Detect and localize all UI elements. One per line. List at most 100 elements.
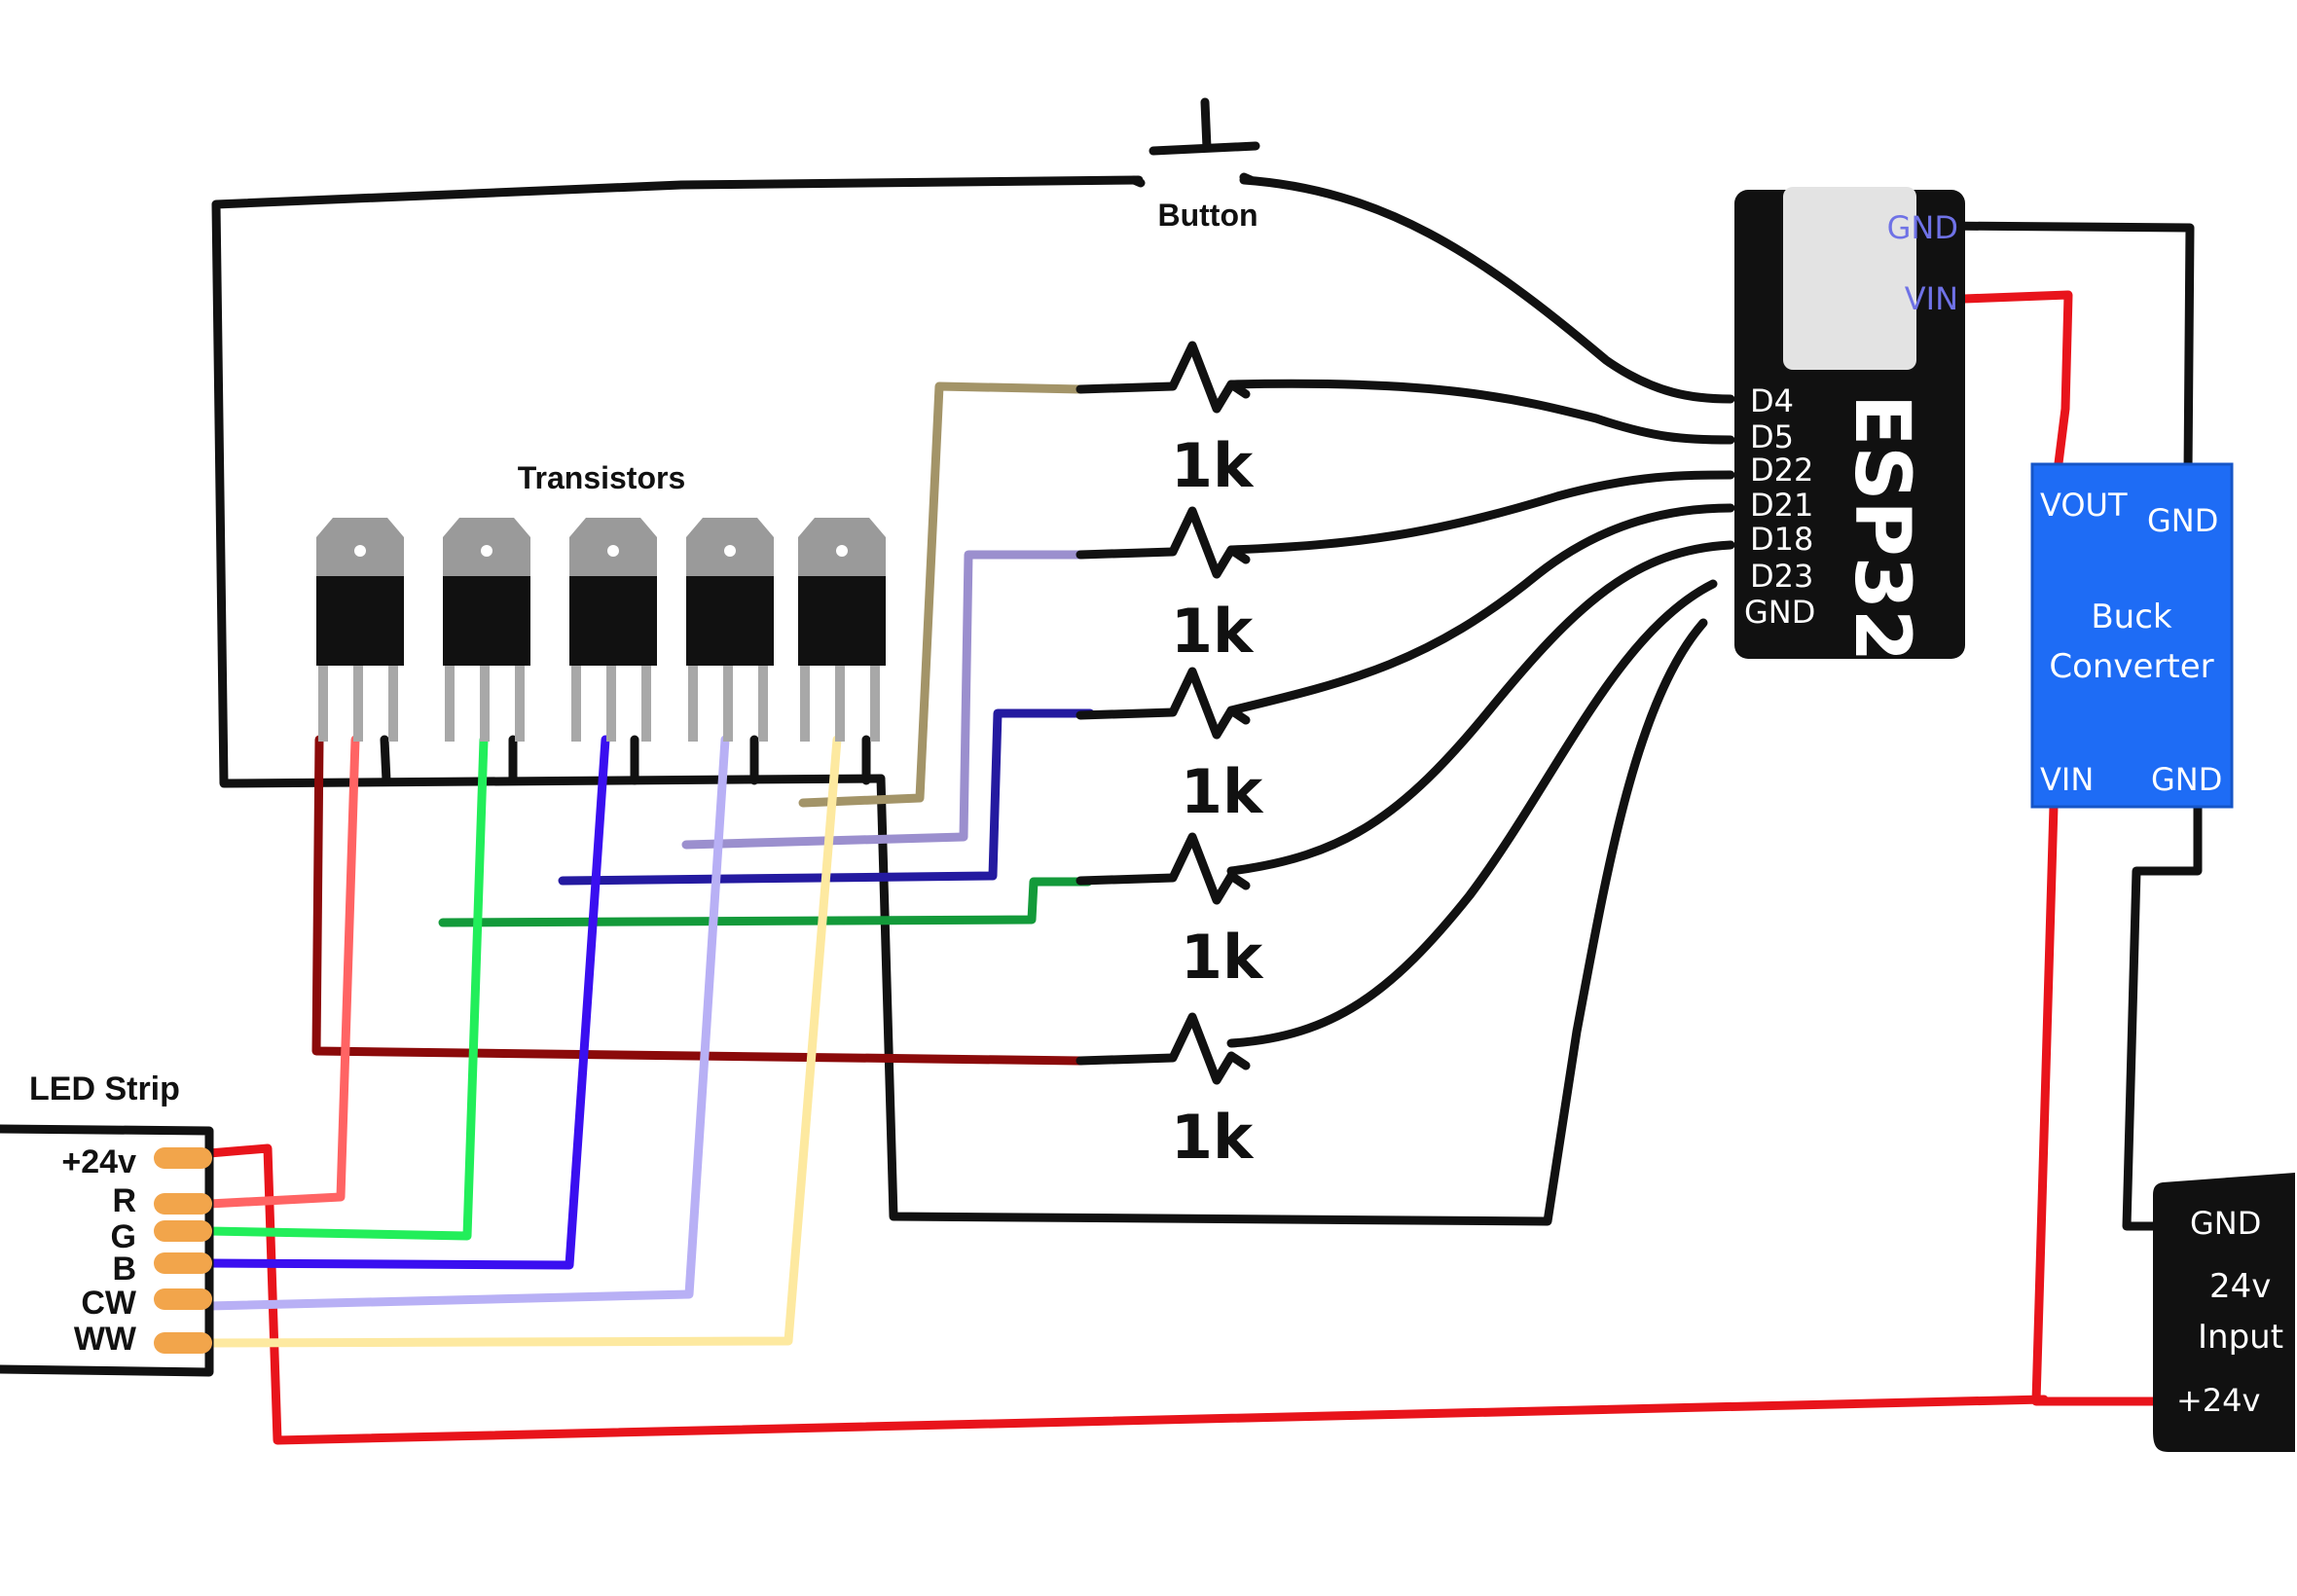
wire-gate-g xyxy=(438,877,1093,927)
esp32-pin-label: D5 xyxy=(1750,418,1794,455)
led-strip-pin-label: CW xyxy=(81,1285,137,1322)
resistor-value: 1k xyxy=(1171,1102,1255,1173)
transistor xyxy=(798,518,886,742)
buck-vin-label: VIN xyxy=(2040,761,2094,798)
led-strip-pad xyxy=(154,1252,212,1274)
resistor: 1k xyxy=(1076,832,1264,993)
transistor-lead xyxy=(480,666,490,742)
resistor-value: 1k xyxy=(1181,922,1264,993)
buck-body xyxy=(2030,462,2234,809)
transistor-lead xyxy=(606,666,616,742)
transistor-hole xyxy=(724,545,736,557)
wire-gate-b xyxy=(558,708,1095,886)
push-button: Button xyxy=(1129,97,1260,233)
buck-gnd-bottom-label: GND xyxy=(2151,761,2222,798)
button-label: Button xyxy=(1157,198,1258,233)
resistor: 1k xyxy=(1076,506,1255,667)
transistors-label: Transistors xyxy=(518,460,686,495)
transistor xyxy=(686,518,774,742)
power-input: GND 24v Input +24v xyxy=(2153,1173,2295,1452)
esp32-pin-label: D4 xyxy=(1750,382,1794,419)
transistor-lead xyxy=(758,666,768,742)
resistor-value: 1k xyxy=(1171,596,1255,667)
button-wire-left xyxy=(211,175,1144,788)
led-strip-pin-label: G xyxy=(111,1218,136,1255)
esp32-pin-vin: VIN xyxy=(1905,280,1958,317)
resistor-value: 1k xyxy=(1181,756,1264,827)
resistor-zigzag xyxy=(1076,667,1251,740)
transistor xyxy=(569,518,657,742)
button-plunger xyxy=(1148,97,1260,156)
transistor-hole xyxy=(836,545,848,557)
led-strip-pad xyxy=(154,1332,212,1354)
transistor-hole xyxy=(607,545,619,557)
transistor-lead xyxy=(515,666,525,742)
transistor-lead xyxy=(318,666,328,742)
buck-title-line2: Converter xyxy=(2049,647,2213,686)
buck-vout-label: VOUT xyxy=(2040,487,2128,524)
wire-drain-cw xyxy=(204,735,730,1311)
wire-d5 xyxy=(1226,379,1735,445)
transistor-lead xyxy=(571,666,581,742)
esp32-pin-label: D22 xyxy=(1750,452,1813,489)
resistor-zigzag xyxy=(1076,506,1251,579)
led-strip-label: LED Strip xyxy=(29,1070,180,1107)
buck-title-line1: Buck xyxy=(2091,598,2172,636)
esp32-pin-label: D18 xyxy=(1750,521,1813,558)
resistors: 1k 1k 1k 1k 1k xyxy=(1076,341,1264,1173)
led-strip-outline xyxy=(0,1124,214,1377)
wire-d21 xyxy=(1226,503,1735,715)
input-gnd-label: GND xyxy=(2190,1205,2261,1242)
wire-gate-r xyxy=(311,735,1085,1066)
wire-drain-g xyxy=(204,735,489,1241)
transistor-body xyxy=(798,576,886,666)
input-input-label: Input xyxy=(2198,1318,2283,1357)
led-strip-pad xyxy=(154,1220,212,1242)
transistor xyxy=(443,518,530,742)
ground-bus-wire xyxy=(876,618,1708,1226)
buck-converter: VOUT GND Buck Converter VIN GND xyxy=(2030,462,2234,809)
led-strip-pad xyxy=(154,1288,212,1310)
transistor-lead xyxy=(723,666,733,742)
input-plus24v-label: +24v xyxy=(2176,1382,2260,1419)
esp32-pin-label: GND xyxy=(1744,594,1815,631)
transistor xyxy=(316,518,404,742)
transistor-body xyxy=(686,576,774,666)
resistor-zigzag xyxy=(1076,1012,1251,1085)
transistor-lead xyxy=(388,666,398,742)
buck-gnd-top-label: GND xyxy=(2147,502,2218,539)
wire-esp-vin-to-buck xyxy=(1959,290,2073,491)
esp32-pin-label: D23 xyxy=(1750,558,1813,595)
esp32-label: ESP32 xyxy=(1838,394,1925,662)
resistor: 1k xyxy=(1076,341,1255,501)
wire-esp-gnd-to-buck xyxy=(1934,221,2195,477)
esp32-pin-label: D21 xyxy=(1750,487,1813,524)
wire-24v-main xyxy=(204,1143,2049,1445)
transistor-hole xyxy=(481,545,492,557)
resistor-zigzag xyxy=(1076,341,1251,414)
input-body xyxy=(2153,1173,2295,1452)
wire-gate-ww xyxy=(798,381,1085,808)
esp32-pin-gnd-top: GND xyxy=(1887,209,1958,246)
wire-drain-b xyxy=(204,735,610,1270)
input-24v-label: 24v xyxy=(2209,1267,2271,1306)
wire-d22 xyxy=(1226,470,1735,555)
resistor-zigzag xyxy=(1076,832,1251,905)
led-strip-pin-label: WW xyxy=(74,1321,137,1358)
resistor: 1k xyxy=(1076,667,1264,827)
source-lead-1 xyxy=(380,735,391,785)
button-contacts xyxy=(1129,172,1256,188)
wire-buck-gnd-to-input xyxy=(2122,793,2203,1231)
transistor-lead xyxy=(353,666,363,742)
transistor-hole xyxy=(354,545,366,557)
wire-d23 xyxy=(1226,579,1718,1048)
transistor-lead xyxy=(870,666,880,742)
led-strip-pin-label: B xyxy=(112,1251,136,1288)
transistors: Transistors xyxy=(316,460,886,742)
wire-d18 xyxy=(1226,540,1735,876)
wire-drain-r xyxy=(204,735,360,1209)
led-strip-pin-label: R xyxy=(112,1182,136,1219)
